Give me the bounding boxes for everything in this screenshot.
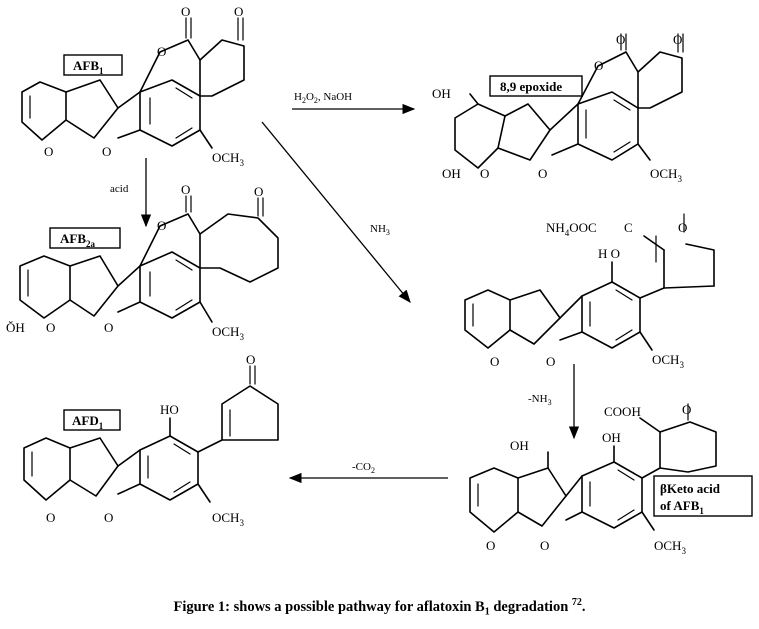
afb1-o-3: O (157, 44, 166, 59)
reagent-acid: acid (110, 183, 129, 195)
afb1-label-box (63, 54, 123, 76)
figure-caption: Figure 1: shows a possible pathway for a… (173, 597, 586, 618)
reagent-minus-ammonia: -NH3 (528, 393, 552, 407)
betaketo-label-box (653, 475, 753, 517)
betaketo-keto-o: O (682, 402, 691, 417)
afb2a-label-box (49, 227, 121, 249)
betaketo-oh-aryl: OH (602, 430, 621, 445)
afd1-label: AFD1 (72, 413, 104, 431)
afb2a-structure: ŎH O O O O O OCH3 AFB2a (6, 182, 279, 342)
aflatoxin-pathway-diagram: O O O O O OCH3 AFB1 OH OH O O O O O OCH3 (6, 4, 753, 556)
ammonium-ho: H O (598, 246, 620, 261)
afb2a-methoxy: OCH3 (212, 324, 244, 342)
afd1-ho: HO (160, 402, 179, 417)
reagent-peroxide: H2O2, NaOH (294, 91, 352, 105)
reagent-ammonia: NH3 (370, 223, 390, 237)
afb1-label: AFB1 (73, 58, 104, 76)
epoxide-label-box (489, 75, 583, 97)
ammonium-o-2: O (546, 354, 555, 369)
ammonium-methoxy: OCH3 (652, 352, 684, 370)
afb1-o-5: O (234, 4, 243, 19)
afd1-methoxy: OCH3 (212, 510, 244, 528)
betaketo-o-2: O (540, 538, 549, 553)
reagent-minus-co2: -CO2 (352, 461, 375, 475)
epoxide-o-5: O (673, 32, 682, 47)
epoxide-label: 8,9 epoxide (500, 79, 562, 94)
afb1-methoxy: OCH3 (212, 150, 244, 168)
afb1-o-2: O (102, 144, 111, 159)
epoxide-o-3: O (594, 58, 603, 73)
afb1-o-4: O (181, 4, 190, 19)
ammonium-c: C (624, 220, 633, 235)
afb2a-o-2: O (104, 320, 113, 335)
epoxide-oh-bottom: OH (442, 166, 461, 181)
afd1-label-box (63, 409, 121, 431)
afd1-structure: HO O O O OCH3 AFD1 (23, 352, 279, 528)
betaketo-o-1: O (486, 538, 495, 553)
afb2a-label: AFB2a (60, 231, 96, 249)
epoxide-oh-top: OH (432, 86, 451, 101)
afb2a-o-4: O (181, 182, 190, 197)
afb2a-o-5: O (254, 184, 263, 199)
betaketo-methoxy: OCH3 (654, 538, 686, 556)
betaketo-label-line1: βKeto acid (660, 481, 721, 496)
ammonium-label: NH4OOC (546, 220, 597, 238)
epoxide-o-4: O (616, 32, 625, 47)
afb1-structure: O O O O O OCH3 AFB1 (21, 4, 245, 168)
betaketo-cooh: COOH (604, 404, 641, 419)
betaketo-label-line2: of AFB1 (660, 498, 704, 516)
ammonium-keto-o: O (678, 220, 687, 235)
afb2a-o-3: O (157, 218, 166, 233)
ammonium-intermediate-structure: NH4OOC C O H O O O OCH3 (464, 213, 715, 370)
betaketo-oh: OH (510, 438, 529, 453)
afb1-o-1: O (44, 144, 53, 159)
epoxide-o-2: O (538, 166, 547, 181)
afd1-o-1: O (46, 510, 55, 525)
ammonium-o-1: O (490, 354, 499, 369)
epoxide-o-1: O (480, 166, 489, 181)
afd1-o-2: O (104, 510, 113, 525)
epoxide-methoxy: OCH3 (650, 166, 682, 184)
arrow-to-ammonium (261, 121, 411, 304)
afd1-keto-o: O (246, 352, 255, 367)
afb2a-o-1: O (46, 320, 55, 335)
epoxide-structure: OH OH O O O O O OCH3 8,9 epoxide (432, 32, 684, 184)
betaketo-structure: COOH O OH OH O O OCH3 βKeto acid of AFB1 (469, 402, 753, 556)
afb2a-oh: ŎH (6, 320, 25, 335)
